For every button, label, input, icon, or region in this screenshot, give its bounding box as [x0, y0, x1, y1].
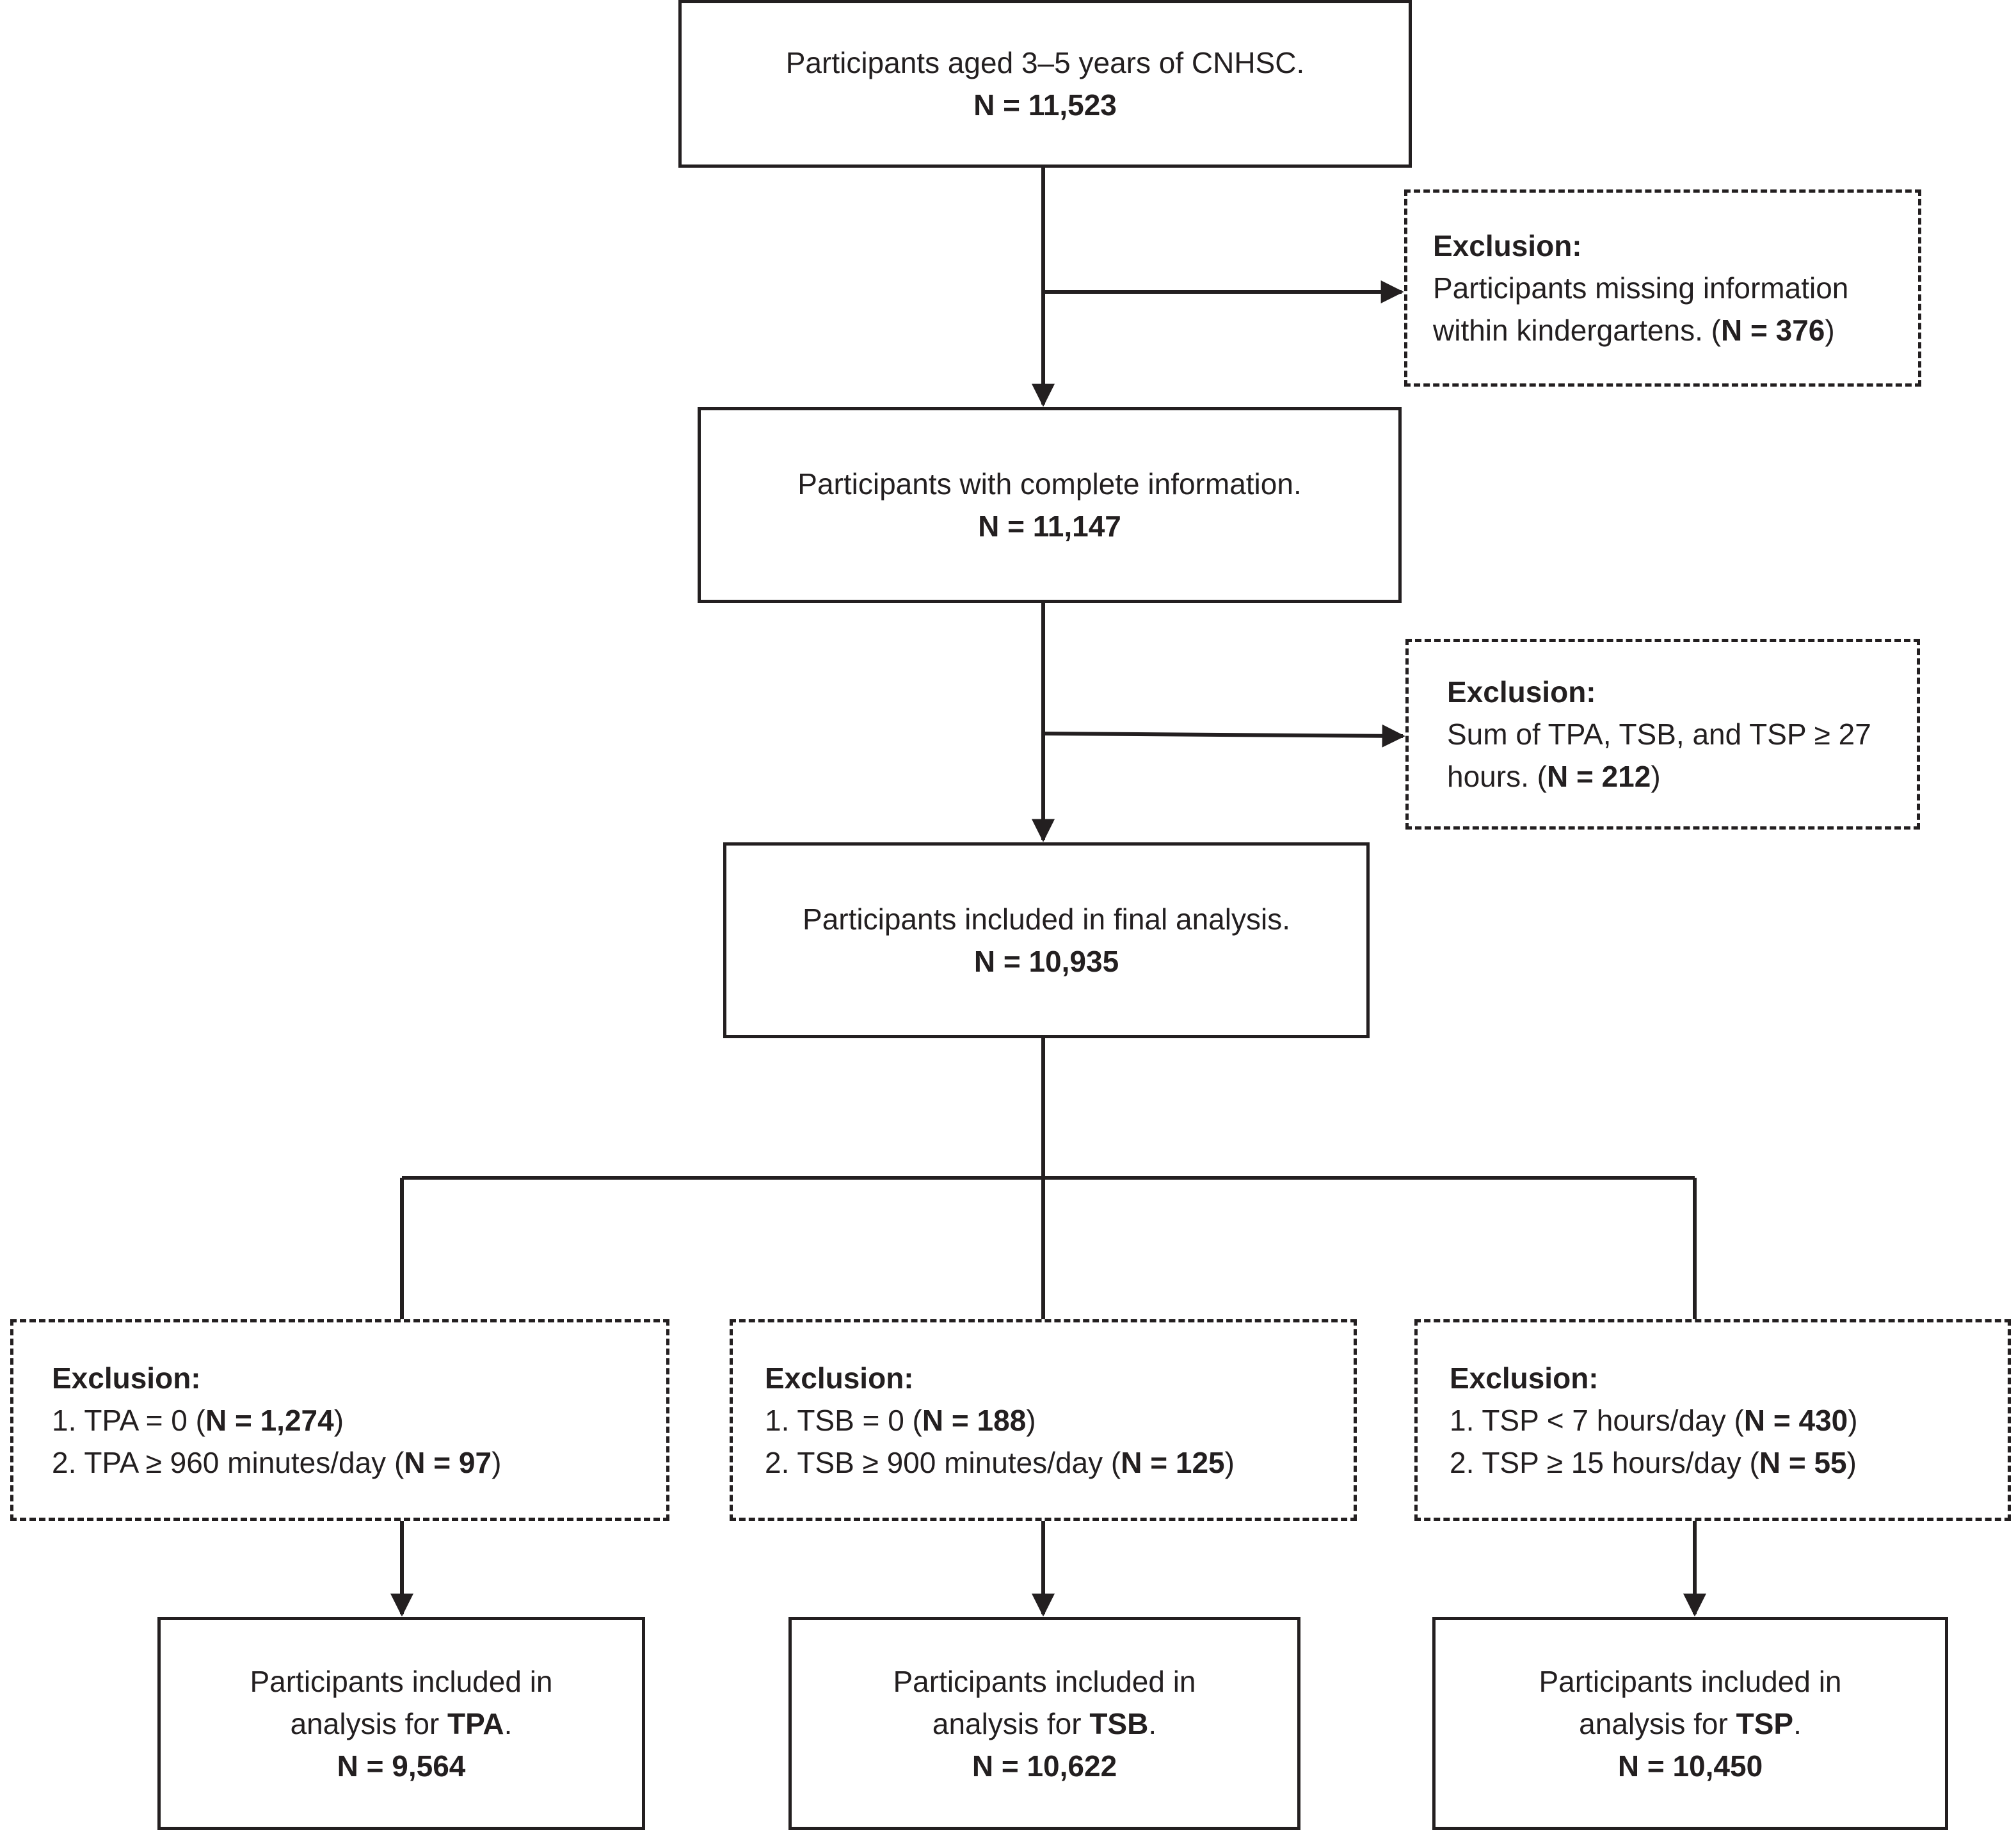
exclusion-tsb-heading: Exclusion:: [765, 1361, 914, 1395]
node-tsp-analysis: Participants included in analysis for TS…: [1432, 1617, 1948, 1830]
node-final-text: Participants included in final analysis.: [803, 903, 1290, 936]
exclusion-sum: Exclusion: Sum of TPA, TSB, and TSP ≥ 27…: [1405, 639, 1920, 830]
node-final: Participants included in final analysis.…: [723, 842, 1370, 1038]
exclusion-tpa: Exclusion: 1. TPA = 0 (N = 1,274) 2. TPA…: [10, 1319, 669, 1521]
node-complete-text: Participants with complete information.: [797, 467, 1302, 501]
node-tpa-line1: Participants included in: [250, 1664, 553, 1698]
exclusion-missing-line1: Participants missing information: [1433, 271, 1849, 305]
exclusion-tsp-item-2: 2. TSP ≥ 15 hours/day (N = 55): [1450, 1445, 1857, 1479]
exclusion-tpa-item-2: 2. TPA ≥ 960 minutes/day (N = 97): [52, 1445, 502, 1479]
node-tsp-line2: analysis for TSP.: [1579, 1706, 1802, 1740]
node-start-text: Participants aged 3–5 years of CNHSC.: [785, 46, 1305, 79]
exclusion-sum-count: N = 212: [1546, 760, 1651, 793]
node-tsp-count: N = 10,450: [1617, 1749, 1763, 1783]
exclusion-tsb-item-2: 2. TSB ≥ 900 minutes/day (N = 125): [765, 1445, 1235, 1479]
node-tsb-line1: Participants included in: [893, 1664, 1196, 1698]
node-complete: Participants with complete information. …: [698, 407, 1402, 603]
node-complete-count: N = 11,147: [978, 510, 1121, 543]
node-tsb-line2: analysis for TSB.: [932, 1706, 1157, 1740]
exclusion-missing-line2: within kindergartens. (N = 376): [1433, 314, 1835, 347]
exclusion-tsb-item-1: 1. TSB = 0 (N = 188): [765, 1403, 1036, 1437]
exclusion-sum-line1: Sum of TPA, TSB, and TSP ≥ 27: [1447, 718, 1871, 751]
node-tsb-analysis: Participants included in analysis for TS…: [788, 1617, 1300, 1830]
exclusion-tsp: Exclusion: 1. TSP < 7 hours/day (N = 430…: [1414, 1319, 2011, 1521]
exclusion-tsp-heading: Exclusion:: [1450, 1361, 1599, 1395]
exclusion-missing-count: N = 376: [1720, 314, 1825, 347]
node-tpa-line2: analysis for TPA.: [290, 1706, 513, 1740]
exclusion-missing-heading: Exclusion:: [1433, 229, 1582, 262]
exclusion-missing: Exclusion: Participants missing informat…: [1404, 189, 1921, 387]
node-tsb-count: N = 10,622: [972, 1749, 1117, 1783]
exclusion-tpa-item-1: 1. TPA = 0 (N = 1,274): [52, 1403, 344, 1437]
exclusion-sum-heading: Exclusion:: [1447, 675, 1596, 709]
exclusion-sum-line2: hours. (N = 212): [1447, 760, 1661, 793]
node-tpa-count: N = 9,564: [337, 1749, 466, 1783]
exclusion-tsp-item-1: 1. TSP < 7 hours/day (N = 430): [1450, 1403, 1858, 1437]
node-start: Participants aged 3–5 years of CNHSC. N …: [678, 0, 1412, 168]
node-start-count: N = 11,523: [973, 88, 1117, 122]
exclusion-tpa-heading: Exclusion:: [52, 1361, 201, 1395]
node-final-count: N = 10,935: [973, 945, 1119, 978]
node-tsp-line1: Participants included in: [1539, 1664, 1842, 1698]
exclusion-tsb: Exclusion: 1. TSB = 0 (N = 188) 2. TSB ≥…: [730, 1319, 1357, 1521]
arrow-to-exclusion-sum: [1043, 724, 1405, 748]
node-tpa-analysis: Participants included in analysis for TP…: [157, 1617, 645, 1830]
